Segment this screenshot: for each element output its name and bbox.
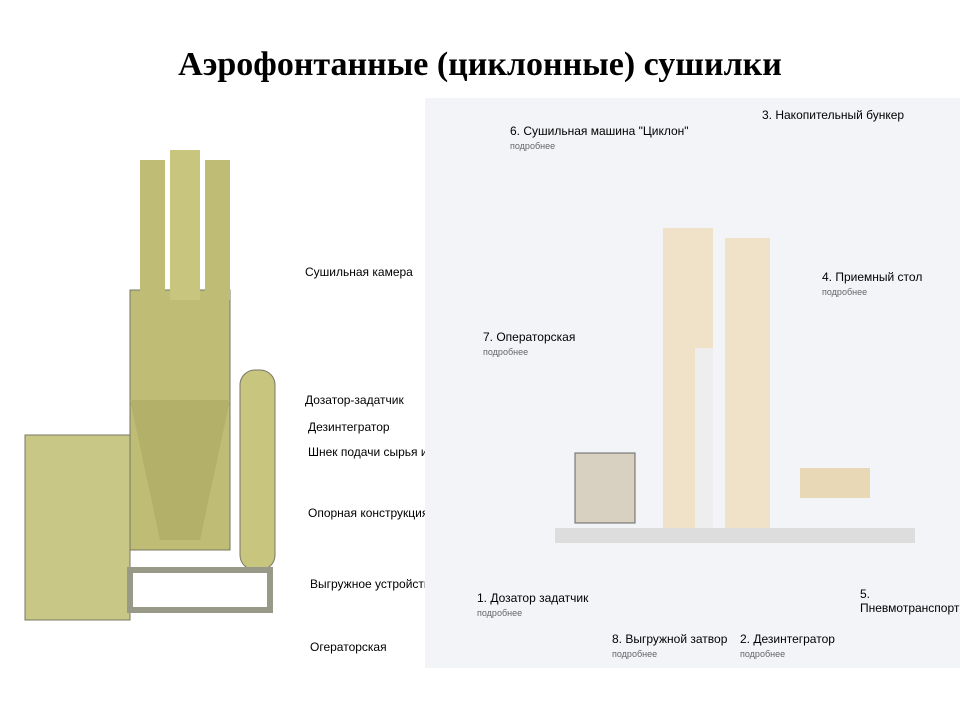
label-feed-screw: Шнек подачи сырья из д xyxy=(308,445,444,459)
label-bunker: 3. Накопительный бункер xyxy=(762,108,905,122)
label-pneumo: 5. Пневмотранспорт xyxy=(860,587,960,615)
label-drying-chamber: Сушильная камера xyxy=(305,265,413,279)
label-operator-room: Огераторская xyxy=(310,640,387,654)
label-disintegrator: Дезинтегратор xyxy=(308,420,390,434)
right-diagram xyxy=(425,98,960,668)
label-unloader: Выгружное устройство xyxy=(310,577,437,591)
left-diagram xyxy=(24,150,276,621)
label-doser: Дозатор-задатчик xyxy=(305,393,404,407)
label-support: Опорная конструкция (р xyxy=(308,506,443,520)
page-title: Аэрофонтанные (циклонные) сушилки xyxy=(178,46,782,83)
label-cyclon: 6. Сушильная машина "Циклон"подробнее xyxy=(510,124,689,151)
